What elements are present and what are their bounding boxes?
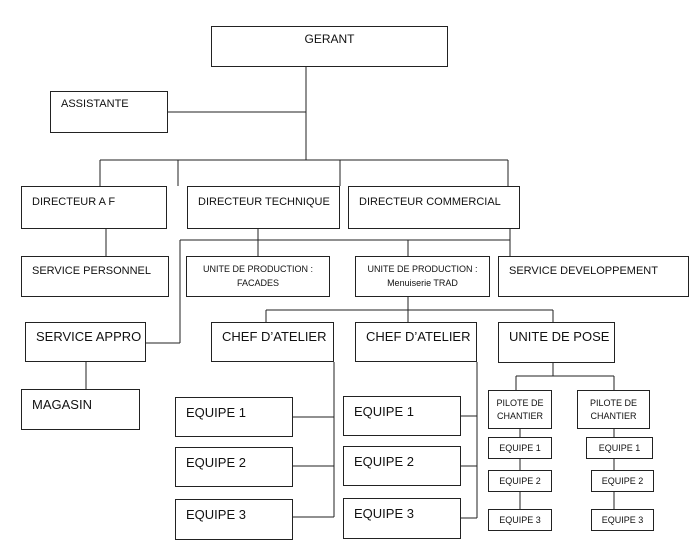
equipe-b2-label: EQUIPE 2	[354, 454, 414, 469]
equipe-p1-3-label: EQUIPE 3	[499, 515, 541, 525]
equipe-a2-label: EQUIPE 2	[186, 455, 246, 470]
pilote-chantier-2-box: PILOTE DE CHANTIER	[577, 390, 650, 429]
equipe-a1-box: EQUIPE 1	[175, 397, 293, 437]
unite-pose-box: UNITE DE POSE	[498, 322, 615, 363]
service-developpement-box: SERVICE DEVELOPPEMENT	[498, 256, 689, 297]
equipe-p2-2-label: EQUIPE 2	[601, 476, 644, 486]
directeur-af-label: DIRECTEUR A F	[32, 196, 116, 208]
equipe-b1-label: EQUIPE 1	[354, 404, 414, 419]
equipe-p1-1-box: EQUIPE 1	[488, 437, 552, 459]
directeur-technique-box: DIRECTEUR TECHNIQUE	[187, 186, 340, 229]
equipe-p1-3-box: EQUIPE 3	[488, 509, 552, 531]
equipe-a2-box: EQUIPE 2	[175, 447, 293, 487]
equipe-p1-1-label: EQUIPE 1	[499, 443, 541, 453]
pilote-2-line1: PILOTE DE	[589, 398, 637, 408]
gerant-box: GERANT	[211, 26, 448, 67]
equipe-b3-label: EQUIPE 3	[354, 506, 414, 521]
service-developpement-label: SERVICE DEVELOPPEMENT	[509, 265, 658, 277]
equipe-p1-2-label: EQUIPE 2	[499, 476, 541, 486]
chef-atelier-2-box: CHEF D’ATELIER	[355, 322, 477, 362]
unite-menuiserie-line1: UNITE DE PRODUCTION :	[367, 264, 478, 274]
pilote-1-line1: PILOTE DE	[496, 398, 544, 408]
directeur-commercial-label: DIRECTEUR COMMERCIAL	[359, 196, 501, 208]
equipe-p2-3-label: EQUIPE 3	[601, 515, 644, 525]
assistante-box: ASSISTANTE	[50, 91, 168, 133]
equipe-b3-box: EQUIPE 3	[343, 498, 461, 539]
chef-atelier-1-box: CHEF D’ATELIER	[211, 322, 334, 362]
pilote-1-line2: CHANTIER	[496, 411, 543, 421]
unite-pose-label: UNITE DE POSE	[509, 329, 610, 344]
service-appro-label: SERVICE APPRO	[36, 329, 142, 344]
equipe-a3-box: EQUIPE 3	[175, 499, 293, 540]
assistante-label: ASSISTANTE	[61, 98, 129, 110]
equipe-p2-3-box: EQUIPE 3	[591, 509, 654, 531]
chef-atelier-2-label: CHEF D’ATELIER	[366, 329, 471, 344]
service-personnel-box: SERVICE PERSONNEL	[21, 256, 169, 297]
chef-atelier-1-label: CHEF D’ATELIER	[222, 329, 327, 344]
equipe-p2-1-label: EQUIPE 1	[598, 443, 641, 453]
service-appro-box: SERVICE APPRO	[25, 322, 146, 362]
equipe-b2-box: EQUIPE 2	[343, 446, 461, 486]
gerant-label: GERANT	[304, 32, 355, 46]
magasin-label: MAGASIN	[32, 397, 92, 412]
directeur-commercial-box: DIRECTEUR COMMERCIAL	[348, 186, 520, 229]
magasin-box: MAGASIN	[21, 389, 140, 430]
equipe-p1-2-box: EQUIPE 2	[488, 470, 552, 492]
equipe-a3-label: EQUIPE 3	[186, 507, 246, 522]
unite-production-menuiserie-box: UNITE DE PRODUCTION : Menuiserie TRAD	[355, 256, 490, 297]
equipe-a1-label: EQUIPE 1	[186, 405, 246, 420]
directeur-technique-label: DIRECTEUR TECHNIQUE	[198, 196, 330, 208]
pilote-2-line2: CHANTIER	[590, 411, 637, 421]
unite-production-facades-box: UNITE DE PRODUCTION : FACADES	[186, 256, 330, 297]
pilote-chantier-1-box: PILOTE DE CHANTIER	[488, 390, 552, 429]
service-personnel-label: SERVICE PERSONNEL	[32, 265, 152, 277]
unite-menuiserie-line2: Menuiserie TRAD	[387, 278, 458, 288]
unite-facades-line1: UNITE DE PRODUCTION :	[202, 264, 313, 274]
equipe-p2-2-box: EQUIPE 2	[591, 470, 654, 492]
unite-facades-line2: FACADES	[236, 278, 279, 288]
equipe-p2-1-box: EQUIPE 1	[586, 437, 653, 459]
directeur-af-box: DIRECTEUR A F	[21, 186, 167, 229]
equipe-b1-box: EQUIPE 1	[343, 396, 461, 436]
